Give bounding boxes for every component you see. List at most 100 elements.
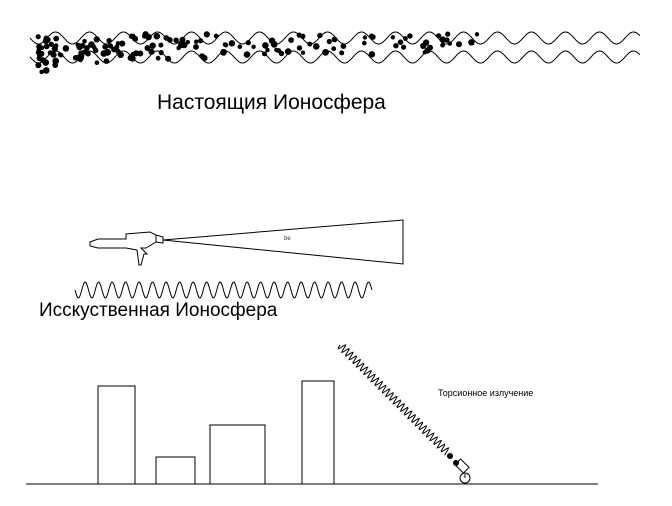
particle-dot [422, 39, 430, 46]
particle-dot [456, 41, 462, 48]
particle-dot [447, 41, 452, 46]
particle-dot [106, 38, 112, 44]
particle-dot [362, 35, 368, 40]
particle-dot [427, 44, 433, 51]
particle-dot [144, 45, 151, 51]
particle-dot [313, 43, 320, 50]
particle-dot [274, 47, 279, 53]
particle-dot [119, 40, 126, 47]
particle-dot [51, 45, 58, 53]
particle-dot [173, 37, 179, 43]
artificial-ionosphere-wave [74, 281, 373, 299]
real-ionosphere-label: Настоящия Ионосфера [157, 91, 386, 114]
particle-dot [368, 51, 376, 58]
particle-dot [102, 43, 109, 50]
particle-dot [165, 55, 172, 62]
particle-dot [262, 51, 267, 57]
particle-dot [142, 33, 147, 39]
particle-dot [331, 46, 337, 52]
building-4 [301, 380, 335, 485]
particle-dot [76, 54, 82, 59]
particle-dot [62, 45, 70, 52]
particle-dot [422, 50, 427, 55]
particle-dot [439, 36, 447, 43]
particle-dot [468, 39, 475, 46]
particle-dot [36, 47, 42, 53]
particle-dot [185, 39, 190, 45]
torsion-spiral [337, 344, 450, 456]
particle-dot [153, 32, 161, 40]
particle-dot [228, 40, 236, 47]
particle-dot [401, 44, 407, 50]
particle-dot [339, 50, 345, 56]
particle-dot [148, 48, 155, 55]
particle-dot [47, 50, 53, 56]
particle-dot [300, 33, 306, 39]
particle-dot [48, 41, 55, 47]
particle-dot [245, 40, 251, 46]
particle-dot [251, 44, 256, 49]
particle-dot [307, 41, 313, 47]
particle-dot [440, 42, 445, 48]
particle-dot [407, 33, 413, 39]
particle-dot [43, 43, 50, 50]
particle-dot [403, 36, 408, 41]
ionosphere-particles [35, 31, 480, 75]
beam-cone [162, 219, 404, 265]
particle-dot [317, 32, 323, 39]
torsion-radiation-label: Торсионное излучение [438, 388, 534, 398]
particle-dot [436, 33, 442, 39]
particle-dot [93, 36, 100, 43]
particle-dot [158, 50, 164, 56]
particle-dot [265, 47, 270, 53]
particle-dot [35, 34, 41, 40]
particle-dot [237, 44, 243, 49]
particle-dot [198, 38, 204, 44]
building-1 [97, 385, 136, 485]
particle-dot [326, 38, 332, 45]
beam-mark-label: be [284, 236, 291, 242]
particle-dot [194, 39, 199, 44]
particle-dot [84, 45, 90, 51]
particle-dot [284, 48, 292, 55]
particle-dot [94, 60, 100, 65]
particle-dot [103, 58, 110, 64]
particle-dot [203, 31, 210, 38]
particle-dot [243, 51, 251, 58]
particle-dot [393, 43, 399, 49]
particle-dot [57, 52, 63, 57]
particle-dot [115, 48, 121, 55]
particle-dot [36, 55, 43, 62]
particle-dot [474, 32, 480, 37]
particle-dot [369, 33, 374, 39]
particle-dot [158, 42, 164, 48]
particle-dot [340, 43, 347, 49]
particle-dot [397, 39, 404, 45]
particle-dot [223, 42, 229, 48]
particle-dot [39, 45, 45, 50]
artificial-ionosphere-label: Исскуственная Ионосфера [39, 300, 278, 321]
particle-dot [39, 69, 44, 75]
particle-dot [91, 44, 97, 50]
particle-dot [296, 45, 303, 51]
particle-dot [445, 31, 451, 37]
particle-dot [300, 50, 306, 55]
particle-dot [82, 38, 87, 44]
building-3 [209, 424, 266, 485]
building-2 [155, 456, 196, 485]
particle-dot [107, 43, 114, 49]
particle-dot [114, 44, 120, 50]
particle-dot [288, 37, 294, 43]
particle-dot [201, 55, 208, 61]
particle-dot [52, 62, 59, 68]
particle-dot [128, 33, 135, 40]
particle-dot [43, 67, 50, 74]
particle-dot [104, 48, 111, 56]
torsion-emitter-icon [447, 453, 471, 484]
ray-gun-nozzle [155, 234, 164, 244]
particle-dot [155, 55, 161, 61]
particle-dot [53, 35, 60, 42]
particle-dot [220, 48, 227, 56]
particle-dot [35, 62, 42, 69]
